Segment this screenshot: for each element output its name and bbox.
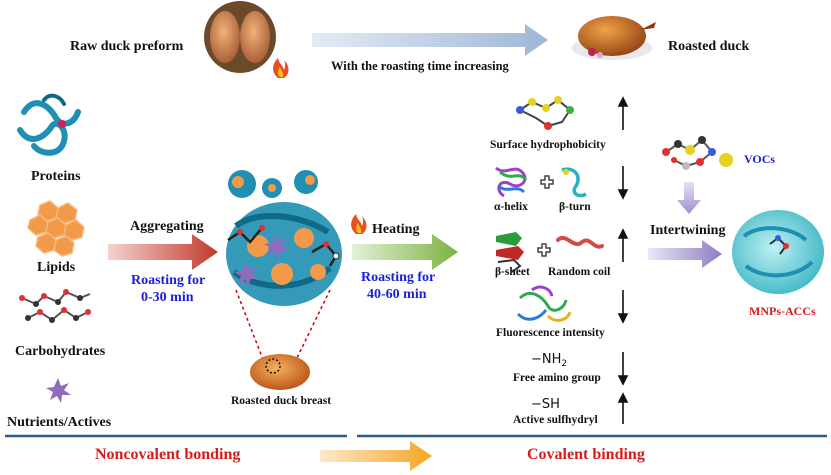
beta-turn-icon: [561, 167, 587, 198]
fluorescence-down-arrow: [617, 290, 629, 324]
beta-turn-label: β-turn: [559, 201, 591, 213]
random-coil-label: Random coil: [548, 266, 610, 278]
noncovalent-label: Noncovalent bonding: [95, 446, 240, 463]
beta-sheet-icon: [496, 232, 524, 273]
proteins-label: Proteins: [31, 169, 81, 184]
zoom-lines: [235, 289, 331, 363]
plus-icon: [540, 175, 554, 189]
nh2-formula: −NH2: [531, 352, 567, 369]
surface-up-arrow: [617, 96, 629, 130]
stage2-time-line1: Roasting for: [361, 270, 435, 285]
heating-arrow: [352, 234, 458, 270]
roasted-duck-label: Roasted duck: [668, 39, 750, 54]
protein-structure-icon: [17, 93, 81, 156]
vocs-molecules-icon: [662, 136, 733, 170]
process-arrow: [312, 24, 548, 56]
amino-down-arrow: [617, 352, 629, 386]
helix-turn-down-arrow: [617, 166, 629, 200]
sheet-coil-up-arrow: [617, 228, 629, 262]
aggregating-arrow: [108, 234, 218, 270]
lipid-droplets-icon: [27, 200, 85, 257]
carbohydrates-label: Carbohydrates: [15, 344, 106, 359]
heating-label: Heating: [372, 222, 419, 237]
heating-flame-icon: [351, 214, 367, 234]
duck-breast-image: [250, 354, 310, 390]
flame-icon: [273, 58, 289, 78]
duck-breast-label: Roasted duck breast: [231, 395, 331, 407]
beta-sheet-label: β-sheet: [495, 266, 530, 278]
sulfhydryl-up-arrow: [617, 392, 629, 424]
alpha-helix-icon: [495, 166, 528, 198]
carbohydrate-chain-icon: [19, 289, 91, 323]
stage1-time-line2: 0-30 min: [141, 290, 194, 305]
lipids-label: Lipids: [37, 260, 76, 275]
actives-label: Nutrients/Actives: [7, 415, 112, 430]
vocs-label: VOCs: [744, 152, 775, 166]
raw-duck-label: Raw duck preform: [70, 39, 184, 54]
covalent-label: Covalent binding: [527, 446, 645, 463]
fluorescence-protein-icon: [516, 285, 572, 322]
complex-label: MNPs-ACCs: [749, 304, 816, 318]
free-amino-label: Free amino group: [513, 372, 601, 384]
intertwining-label: Intertwining: [650, 223, 725, 238]
roasted-duck-image: [572, 16, 656, 60]
process-label: With the roasting time increasing: [331, 59, 510, 73]
aggregating-label: Aggregating: [130, 219, 204, 234]
stage1-time-line1: Roasting for: [131, 273, 205, 288]
actives-star-icon: [46, 378, 71, 403]
sh-formula: −SH: [531, 397, 560, 412]
active-sulfhydryl-label: Active sulfhydryl: [513, 414, 598, 426]
random-coil-icon: [556, 236, 604, 249]
raw-duck-image: [204, 1, 276, 73]
hydrophobic-molecule-icon: [516, 96, 574, 130]
aggregate-complex-image: [226, 202, 342, 306]
alpha-helix-label: α-helix: [494, 201, 528, 213]
mnps-accs-complex-image: [732, 210, 824, 294]
plus-icon: [537, 243, 551, 257]
trend-arrows: [617, 96, 629, 424]
fluorescence-label: Fluorescence intensity: [496, 327, 605, 339]
bonding-transition-arrow: [320, 441, 432, 471]
stage2-time-line2: 40-60 min: [367, 287, 427, 302]
intertwining-arrow: [648, 240, 722, 268]
surface-hydrophobicity-label: Surface hydrophobicity: [490, 139, 606, 151]
vocs-down-arrow: [677, 182, 701, 214]
small-aggregates-icon: [228, 170, 318, 198]
